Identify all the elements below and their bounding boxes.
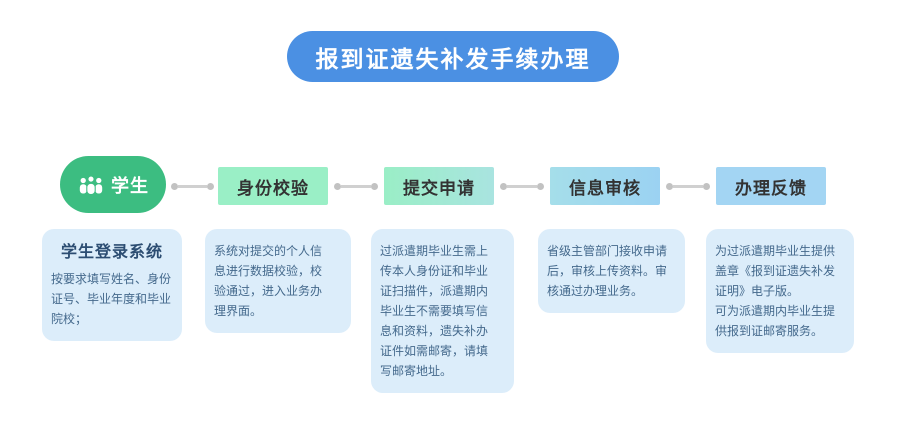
desc-submit-application: 过派遣期毕业生需上 传本人身份证和毕业 证扫描件，派遣期内 毕业生不需要填写信 … bbox=[371, 229, 514, 393]
connector-dot bbox=[666, 182, 673, 190]
students-group-icon bbox=[77, 174, 105, 196]
desc-identity-check: 系统对提交的个人信 息进行数据校验，校 验通过，进入业务办 理界面。 bbox=[205, 229, 351, 333]
connector-dot bbox=[703, 182, 710, 190]
connector-line bbox=[178, 184, 207, 188]
step-info-review: 信息审核 bbox=[550, 167, 660, 205]
desc-handling-feedback-body: 为过派遣期毕业生提供 盖章《报到证遗失补发 证明》电子版。 可为派遣期内毕业生提… bbox=[715, 244, 836, 338]
connector-dot bbox=[500, 182, 507, 190]
desc-student-login-body: 按要求填写姓名、身份 证号、毕业年度和毕业 院校； bbox=[51, 272, 172, 326]
desc-student-login: 学生登录系统 按要求填写姓名、身份 证号、毕业年度和毕业 院校； bbox=[42, 229, 182, 341]
desc-handling-feedback: 为过派遣期毕业生提供 盖章《报到证遗失补发 证明》电子版。 可为派遣期内毕业生提… bbox=[706, 229, 854, 353]
connector-2 bbox=[334, 182, 378, 190]
connector-line bbox=[507, 184, 537, 188]
actor-student-badge: 学生 bbox=[60, 156, 166, 213]
connector-dot bbox=[171, 182, 178, 190]
connector-dot bbox=[537, 182, 544, 190]
desc-info-review: 省级主管部门接收申请 后，审核上传资料。审 核通过办理业务。 bbox=[538, 229, 685, 313]
connector-dot bbox=[207, 182, 214, 190]
connector-line bbox=[673, 184, 703, 188]
desc-identity-check-body: 系统对提交的个人信 息进行数据校验，校 验通过，进入业务办 理界面。 bbox=[214, 244, 323, 318]
step-submit-application: 提交申请 bbox=[384, 167, 494, 205]
connector-dot bbox=[371, 182, 378, 190]
connector-4 bbox=[666, 182, 710, 190]
connector-1 bbox=[171, 182, 214, 190]
actor-label: 学生 bbox=[111, 175, 149, 196]
desc-info-review-body: 省级主管部门接收申请 后，审核上传资料。审 核通过办理业务。 bbox=[547, 244, 668, 298]
desc-student-login-title: 学生登录系统 bbox=[60, 244, 163, 261]
connector-dot bbox=[334, 182, 341, 190]
desc-submit-application-body: 过派遣期毕业生需上 传本人身份证和毕业 证扫描件，派遣期内 毕业生不需要填写信 … bbox=[380, 244, 489, 378]
step-handling-feedback: 办理反馈 bbox=[716, 167, 826, 205]
step-identity-check: 身份校验 bbox=[218, 167, 328, 205]
page-title: 报到证遗失补发手续办理 bbox=[287, 31, 619, 82]
connector-line bbox=[341, 184, 371, 188]
connector-3 bbox=[500, 182, 544, 190]
